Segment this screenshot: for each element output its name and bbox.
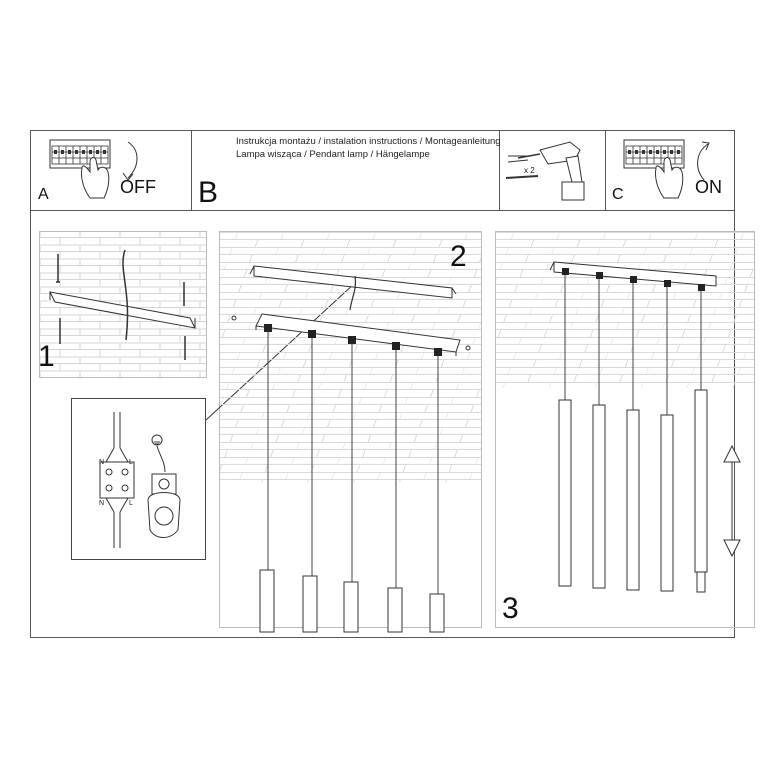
breaker-panel-icon [49, 139, 111, 169]
step-3-pendants [558, 268, 708, 593]
section-a-letter: A [38, 186, 49, 203]
section-a-state: OFF [120, 177, 156, 197]
arrow-down-icon [127, 141, 138, 179]
step-2-drawing [231, 265, 471, 356]
wire-label-l-top: L [129, 459, 133, 466]
hand-icon-c [655, 157, 684, 199]
section-c-state: ON [695, 177, 722, 197]
section-b-letter: B [198, 176, 219, 209]
step-3-number: 3 [502, 592, 519, 625]
wire-label-l-bottom: L [129, 500, 133, 507]
step-1-panel [39, 231, 207, 378]
header-line-1: Instrukcja montażu / instalation instruc… [236, 136, 501, 147]
drill-icon [505, 141, 585, 201]
step-1-drawing [49, 249, 196, 360]
wire-label-n-top: N [99, 459, 105, 466]
breaker-panel-icon-c [623, 139, 685, 169]
wire-label-n-bottom: N [99, 500, 105, 507]
step-1-number: 1 [38, 340, 55, 373]
wiring-detail-panel [71, 398, 206, 560]
main-frame [30, 210, 735, 638]
step-3-panel [495, 231, 755, 628]
arrow-up-icon [697, 143, 709, 181]
height-adjust-arrow-icon [723, 444, 741, 558]
section-c-letter: C [612, 186, 624, 203]
wiring-diagram [99, 412, 181, 548]
hand-icon [81, 157, 110, 199]
drill-quantity: x 2 [524, 166, 535, 175]
step-2-number: 2 [450, 240, 467, 273]
header-line-2: Lampa wisząca / Pendant lamp / Hängelamp… [236, 149, 430, 160]
step-2-pendants [259, 324, 445, 633]
step-3-drawing [549, 261, 717, 287]
